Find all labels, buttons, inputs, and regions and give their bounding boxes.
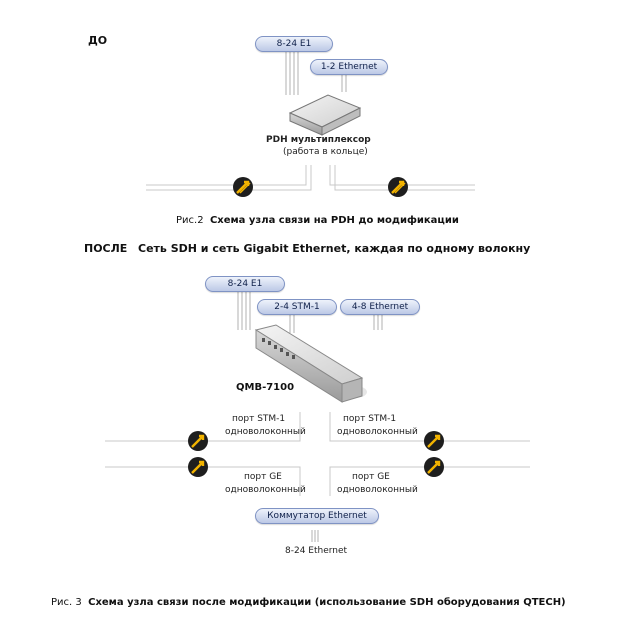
pdh-device-name: PDH мультиплексор [266, 135, 371, 145]
switch-ports-label: 8-24 Ethernet [285, 546, 348, 556]
after-cable-e1 [237, 290, 251, 330]
before-tag-e1: 8-24 E1 [255, 36, 333, 52]
before-tag-ethernet: 1-2 Ethernet [310, 59, 388, 75]
after-heading: ПОСЛЕ [84, 242, 128, 255]
qmb-device-name: QMB-7100 [236, 382, 295, 393]
before-cable-e1 [285, 50, 299, 95]
port-ge-right-label-2: одноволоконный [337, 485, 418, 495]
after-tag-stm1: 2-4 STM-1 [257, 299, 337, 315]
switch-ports-cable [311, 530, 319, 542]
optical-port-icon [188, 457, 208, 477]
figure-2-caption: Рис.2 Схема узла связи на PDH до модифик… [176, 215, 459, 226]
after-tag-ethernet: 4-8 Ethernet [340, 299, 420, 315]
figure-3-prefix: Рис. 3 [51, 597, 82, 608]
ethernet-switch-tag: Коммутатор Ethernet [255, 508, 379, 524]
after-stm-right [329, 412, 530, 442]
pdh-device-note: (работа в кольце) [283, 147, 368, 157]
after-ge-left [105, 466, 301, 496]
after-stm-left [105, 412, 301, 442]
optical-port-icon [424, 457, 444, 477]
before-ring-right [329, 165, 475, 191]
before-cable-eth [341, 73, 347, 92]
figure-2-prefix: Рис.2 [176, 215, 204, 226]
figure-2-title: Схема узла связи на PDH до модификации [209, 215, 459, 226]
optical-port-icon [388, 177, 408, 197]
port-stm-left-label: порт STM-1 [232, 414, 286, 424]
optical-port-icon [188, 431, 208, 451]
port-stm-left-label-2: одноволоконный [225, 427, 306, 437]
optical-port-icon [233, 177, 253, 197]
after-cable-stm [289, 313, 295, 333]
port-stm-right-label: порт STM-1 [343, 414, 397, 424]
before-ring-left [146, 165, 312, 191]
before-heading: ДО [88, 34, 108, 47]
port-ge-right-label: порт GE [352, 472, 390, 482]
qmb-7100-device-icon [254, 324, 367, 403]
after-cable-eth [373, 313, 383, 330]
pdh-multiplexer-icon [288, 94, 362, 136]
figure-3-title: Схема узла связи после модификации (испо… [88, 597, 566, 608]
port-stm-right-label-2: одноволоконный [337, 427, 418, 437]
after-ge-right [329, 466, 530, 496]
port-ge-left-label-2: одноволоконный [225, 485, 306, 495]
after-tag-e1: 8-24 E1 [205, 276, 285, 292]
optical-port-icon [424, 431, 444, 451]
after-subheading: Сеть SDH и сеть Gigabit Ethernet, каждая… [138, 242, 531, 255]
figure-3-caption: Рис. 3 Схема узла связи после модификаци… [51, 597, 566, 608]
port-ge-left-label: порт GE [244, 472, 282, 482]
